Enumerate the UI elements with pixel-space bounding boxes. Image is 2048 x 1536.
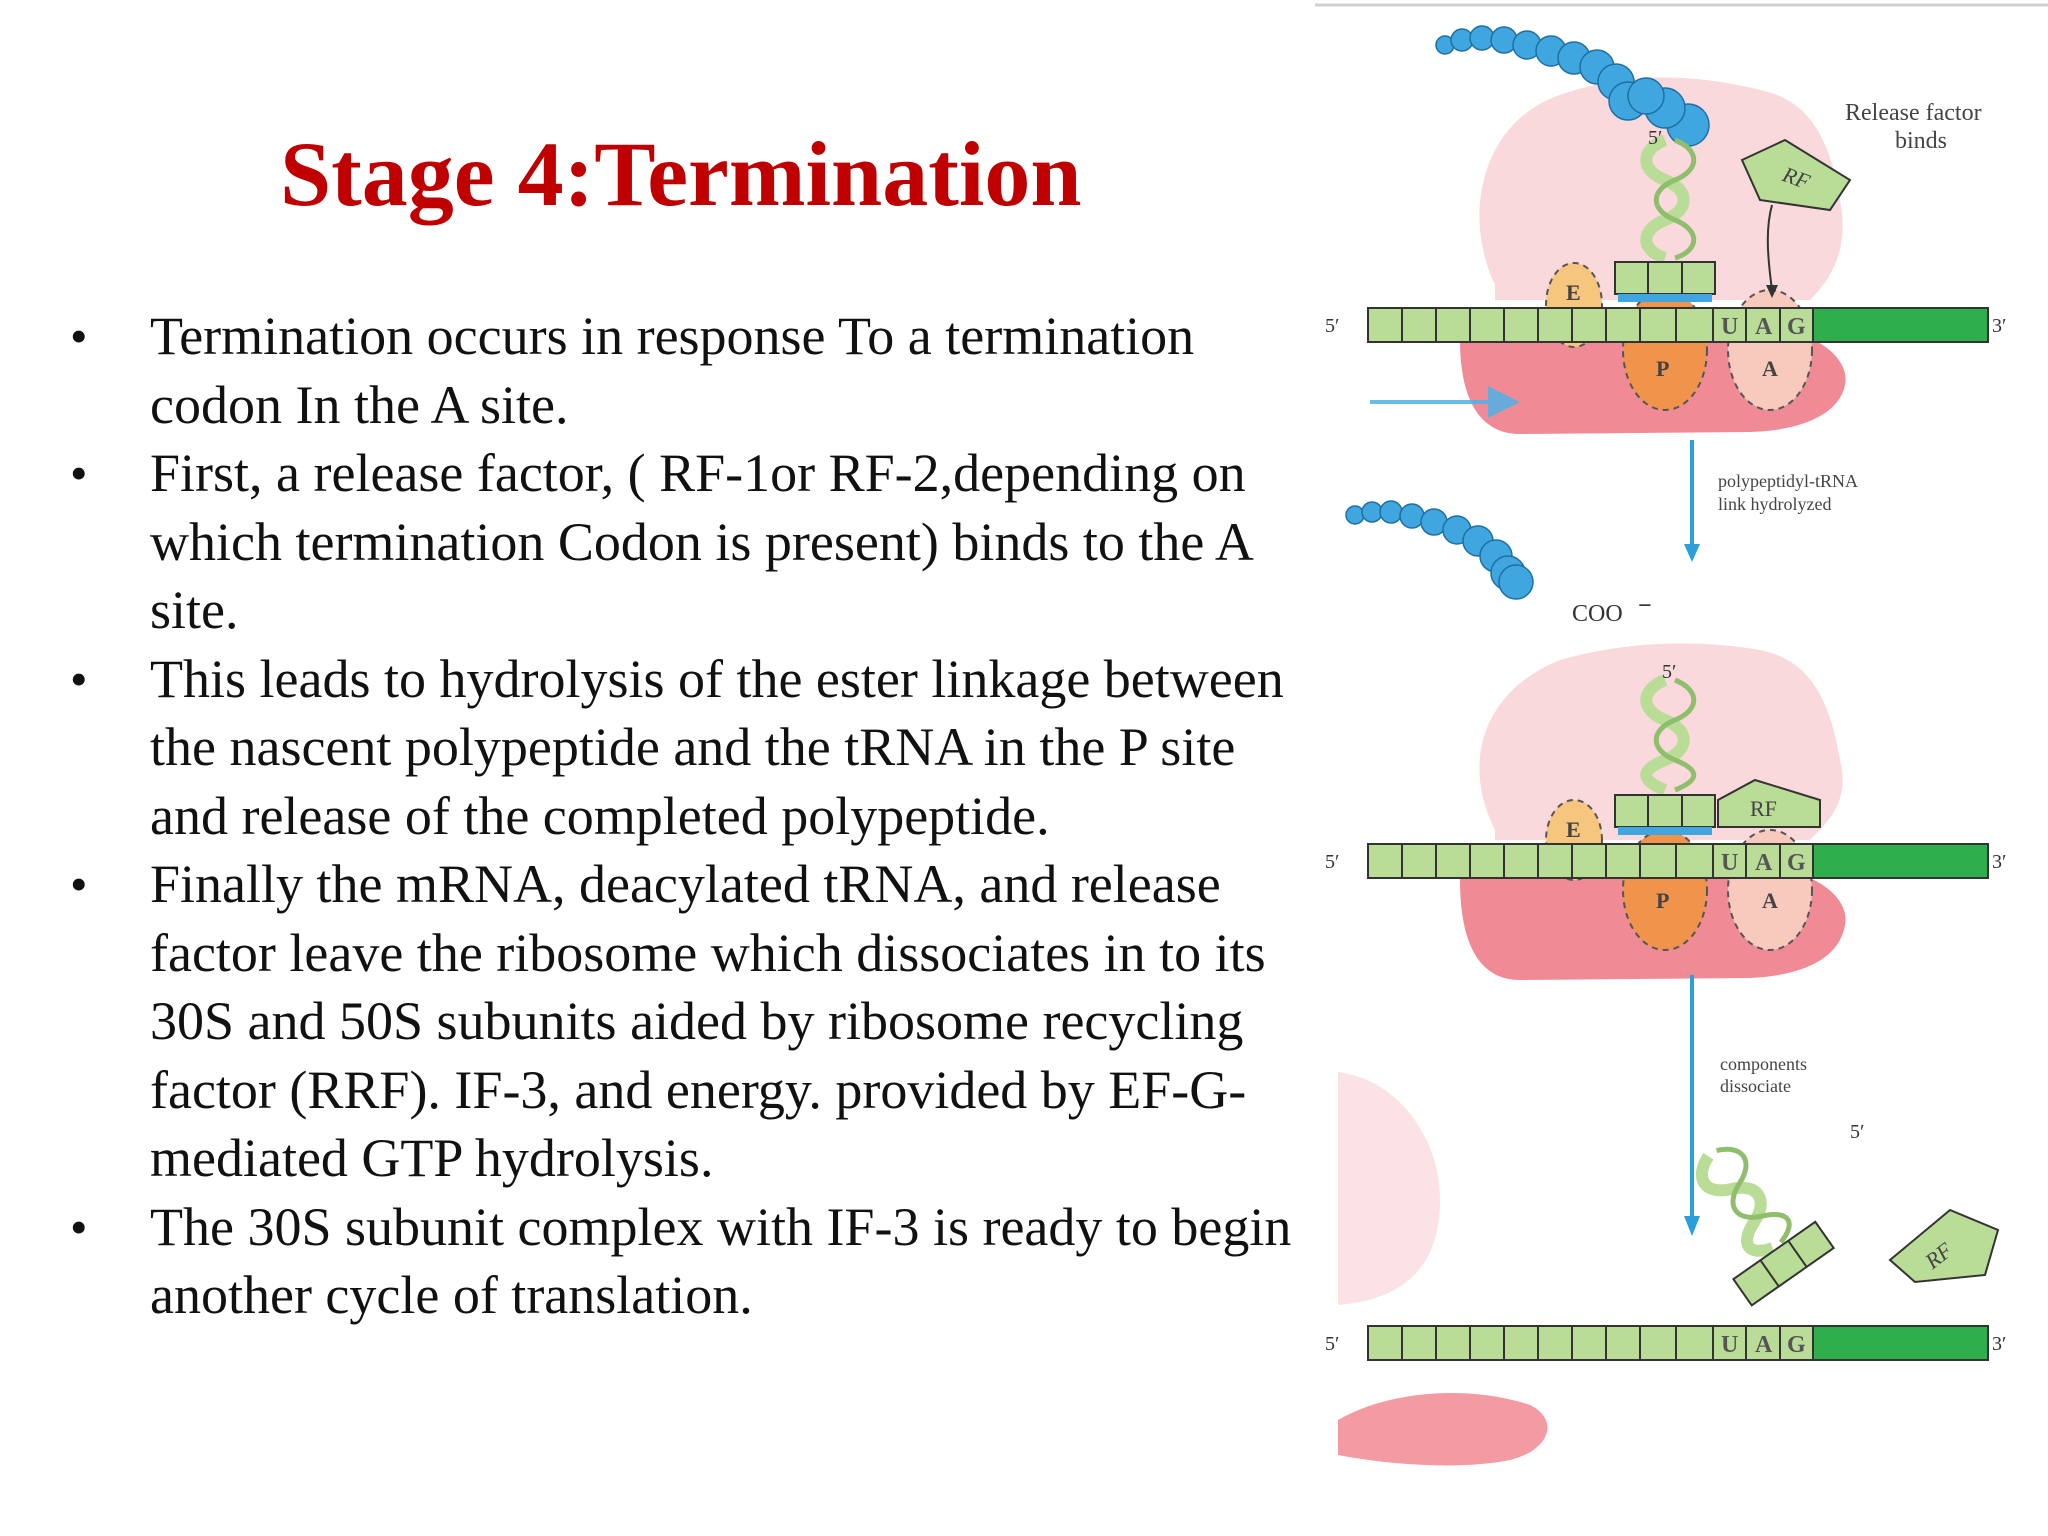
termination-figure: 5′ 3′ 5′ E P A U A G RF Release factor b… [1310, 0, 2048, 1536]
step1-label-1: polypeptidyl-tRNA [1718, 471, 1858, 491]
mrna-strand [1367, 843, 1989, 879]
mrna-strand [1367, 307, 1989, 343]
coo-label: COO [1572, 601, 1623, 627]
codon-u: U [1721, 1332, 1738, 1358]
three-prime-label: 3′ [1992, 851, 2006, 873]
five-prime-label: 5′ [1325, 851, 1339, 873]
codon-g: G [1787, 850, 1806, 876]
bullet-item: • First, a release factor, ( RF-1or RF-2,… [70, 439, 1300, 645]
trna [1640, 134, 1690, 264]
anticodon [1614, 794, 1716, 828]
five-prime-label: 5′ [1325, 1333, 1339, 1355]
coo-charge-label: − [1638, 593, 1652, 619]
release-factor [1740, 138, 1852, 212]
step2-label-2: dissociate [1720, 1076, 1791, 1096]
bullet-item: • Termination occurs in response To a ter… [70, 302, 1300, 439]
panel-release-factor-binds: 5′ 3′ 5′ E P A U A G RF Release factor b… [1325, 25, 2006, 434]
site-e-label: E [1566, 817, 1581, 842]
site-p-label: P [1656, 888, 1669, 913]
codon-a: A [1755, 314, 1773, 340]
released-polypeptide [1345, 500, 1534, 600]
bullet-item: • The 30S subunit complex with IF-3 is re… [70, 1193, 1300, 1330]
step1-label-2: link hydrolyzed [1718, 494, 1831, 514]
anticodon [1614, 261, 1716, 295]
polypeptide-chain [1435, 25, 1710, 147]
mrna-strand [1367, 1325, 1989, 1361]
panel-components-dissociate: 5′ RF 5′ 3′ U A G [1325, 1072, 2006, 1466]
bullet-dot: • [70, 856, 88, 912]
codon-a: A [1755, 850, 1773, 876]
site-a-label: A [1762, 356, 1778, 381]
codon-g: G [1787, 314, 1806, 340]
free-trna-five-prime-label: 5′ [1850, 1121, 1864, 1143]
site-a-label: A [1762, 888, 1778, 913]
bullet-dot: • [70, 445, 88, 501]
trna [1640, 674, 1690, 796]
dissociated-small-subunit [1338, 1393, 1548, 1466]
five-prime-label: 5′ [1325, 315, 1339, 337]
rf-bound-label: RF [1750, 796, 1777, 821]
direction-arrow [1370, 386, 1520, 418]
bullet-dot: • [70, 308, 88, 364]
release-caption-1: Release factor [1845, 100, 1982, 126]
three-prime-label: 3′ [1992, 315, 2006, 337]
release-factor-bound [1717, 778, 1821, 828]
codon-a: A [1755, 1332, 1773, 1358]
codon-g: G [1787, 1332, 1806, 1358]
trna-five-prime-label: 5′ [1648, 127, 1662, 149]
codon-u: U [1721, 314, 1738, 340]
rf-binding-arrow [1766, 204, 1773, 291]
site-e-label: E [1566, 280, 1581, 305]
bullet-dot: • [70, 650, 88, 707]
free-trna [1695, 1146, 1836, 1307]
bullet-text: This leads to hydrolysis of the ester li… [150, 648, 1284, 846]
three-prime-label: 3′ [1992, 1333, 2006, 1355]
trna-five-prime-label: 5′ [1662, 661, 1676, 683]
dissociated-large-subunit [1338, 1072, 1440, 1305]
panel-link-hydrolyzed: RF 5′ 3′ 5′ E P A U A G [1325, 643, 2006, 980]
bullet-text: Termination occurs in response To a term… [150, 306, 1195, 435]
bullet-text: Finally the mRNA, deacylated tRNA, and r… [150, 854, 1266, 1188]
bullet-list: • Termination occurs in response To a ter… [70, 302, 1300, 1330]
codon-u: U [1721, 850, 1738, 876]
bullet-item: • This leads to hydrolysis of the ester l… [70, 645, 1300, 851]
step2-label-1: components [1720, 1054, 1807, 1074]
release-caption-2: binds [1895, 128, 1947, 154]
bullet-text: The 30S subunit complex with IF-3 is rea… [150, 1196, 1292, 1326]
bullet-dot: • [70, 1198, 88, 1255]
free-release-factor [1888, 1208, 2000, 1284]
bullet-text: First, a release factor, ( RF-1or RF-2,d… [150, 443, 1251, 640]
slide-title: Stage 4:Termination [280, 123, 1082, 225]
site-p-label: P [1656, 356, 1669, 381]
bullet-item: • Finally the mRNA, deacylated tRNA, and … [70, 850, 1300, 1193]
